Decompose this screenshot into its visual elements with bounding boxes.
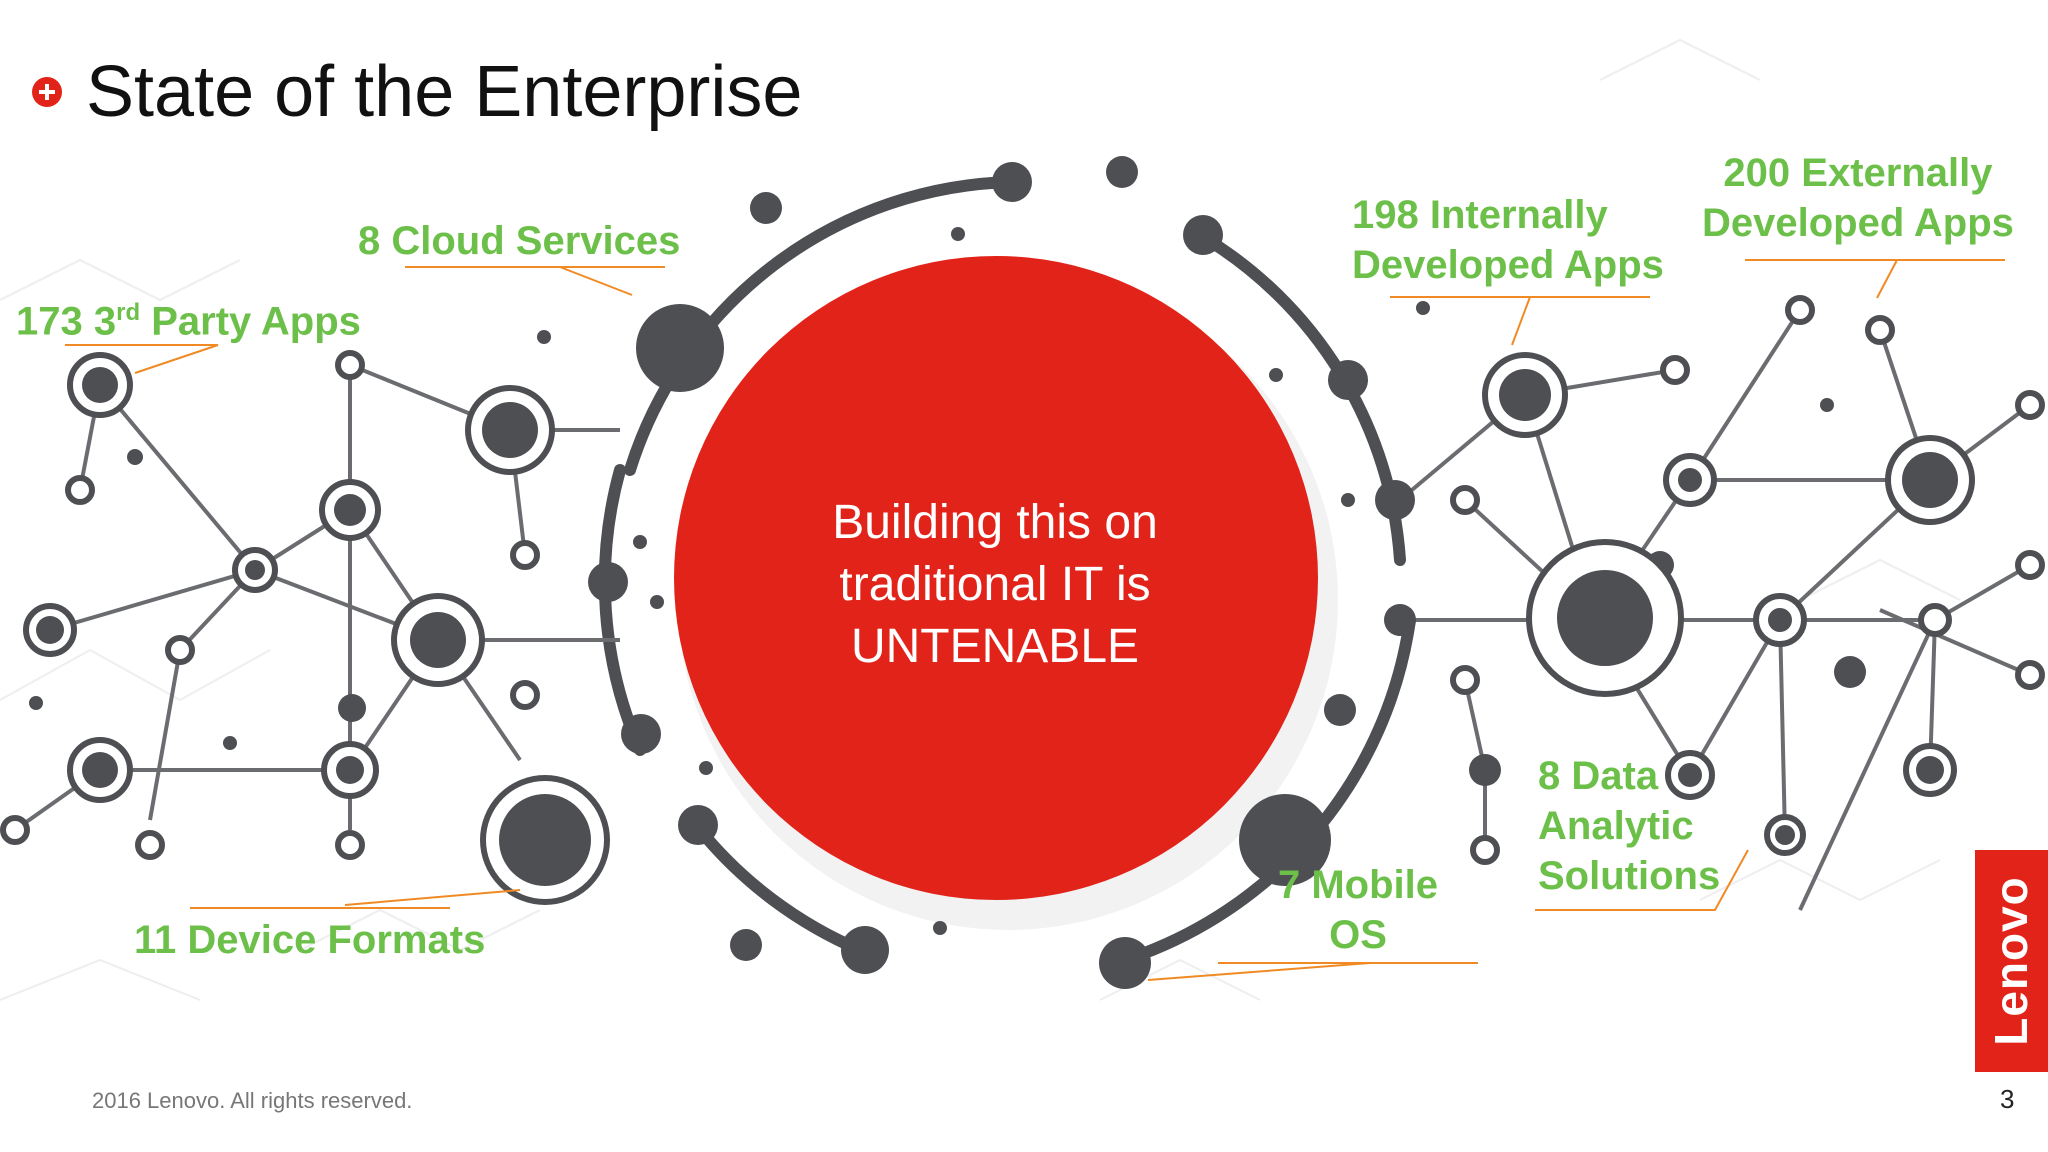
center-circle [674,256,1318,900]
label-third-party-apps: 173 3rd Party Apps [16,288,361,346]
leader-lines [65,259,2005,981]
label-cloud-services: 8 Cloud Services [358,219,681,263]
plus-bullet-icon [32,77,62,107]
label-third-party-rest: Party Apps [140,299,361,344]
network-inner-dots [36,367,1958,886]
label-data-analytics: 8 Data Analytic Solutions [1538,751,1720,901]
page-number: 3 [2000,1084,2015,1114]
center-message: Building this on traditional IT is UNTEN… [760,492,1230,678]
label-external-line2: Developed Apps [1702,201,2014,245]
center-line1: Building this on [832,496,1158,549]
title-area: State of the Enterprise [32,52,802,132]
footer-copyright: 2016 Lenovo. All rights reserved. [92,1088,413,1113]
label-mobile-os: 7 Mobile OS [1278,860,1438,960]
label-mobile-line1: 7 Mobile [1278,863,1439,907]
label-internal-line1: 198 Internally [1352,193,1608,237]
lenovo-logo: Lenovo [1975,850,2048,1072]
label-external-line1: 200 Externally [1723,151,1993,195]
label-data-line3: Solutions [1538,854,1721,898]
label-internal-apps: 198 Internally Developed Apps [1352,190,1664,290]
label-data-line2: Analytic [1538,804,1694,848]
center-line2: traditional IT is [839,558,1151,611]
lenovo-logo-text: Lenovo [1985,876,2037,1046]
label-internal-line2: Developed Apps [1352,243,1664,287]
label-external-apps: 200 Externally Developed Apps [1702,148,2014,248]
label-data-line1: 8 Data [1538,754,1659,798]
label-mobile-line2: OS [1329,913,1387,957]
page-title: State of the Enterprise [86,52,803,132]
center-line3: UNTENABLE [850,620,1140,673]
label-third-party-sup: rd [116,299,141,326]
label-third-party-num: 173 3 [16,299,117,344]
label-device-formats: 11 Device Formats [134,918,486,962]
